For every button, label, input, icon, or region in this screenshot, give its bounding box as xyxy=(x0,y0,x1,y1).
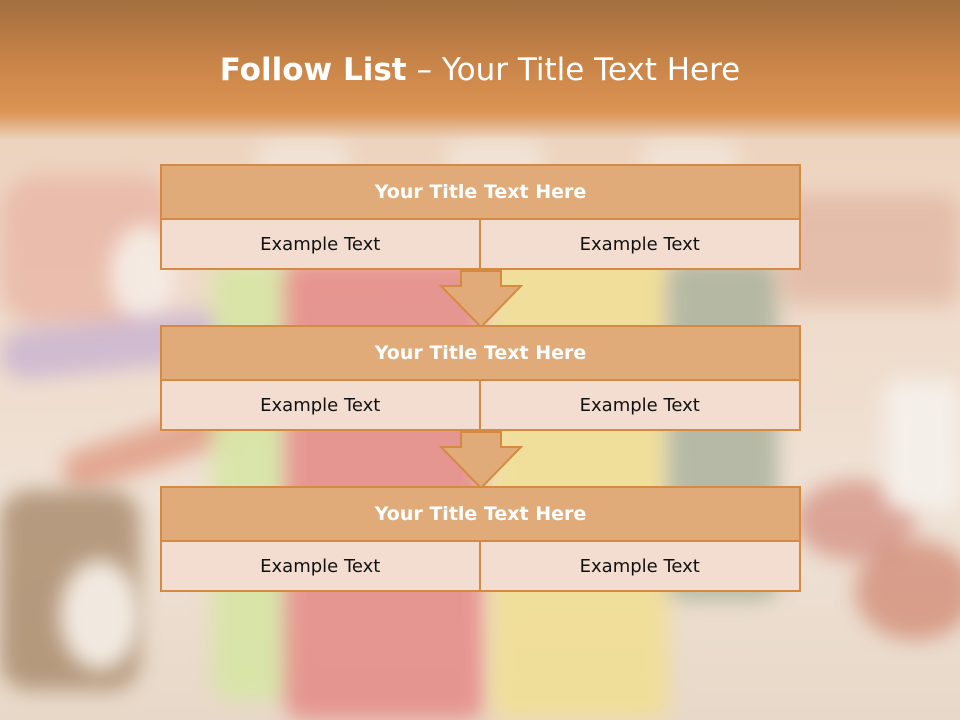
list-block-2: Your Title Text Here Example Text Exampl… xyxy=(160,325,801,431)
block-title: Your Title Text Here xyxy=(160,164,801,220)
block-title: Your Title Text Here xyxy=(160,325,801,381)
slide-title-bold: Follow List xyxy=(219,52,407,88)
block-row: Example Text Example Text xyxy=(160,220,801,270)
block-cell-right: Example Text xyxy=(480,542,801,592)
slide-title: Follow List – Your Title Text Here xyxy=(0,52,960,88)
block-row: Example Text Example Text xyxy=(160,381,801,431)
title-band xyxy=(0,0,960,140)
block-cell-right: Example Text xyxy=(480,220,801,270)
block-cell-left: Example Text xyxy=(160,381,481,431)
down-arrow-icon xyxy=(439,431,523,489)
down-arrow-icon xyxy=(439,270,523,328)
slide-title-rest: – Your Title Text Here xyxy=(416,52,741,88)
block-cell-left: Example Text xyxy=(160,220,481,270)
block-cell-right: Example Text xyxy=(480,381,801,431)
block-cell-left: Example Text xyxy=(160,542,481,592)
block-row: Example Text Example Text xyxy=(160,542,801,592)
block-title: Your Title Text Here xyxy=(160,486,801,542)
list-block-3: Your Title Text Here Example Text Exampl… xyxy=(160,486,801,592)
list-block-1: Your Title Text Here Example Text Exampl… xyxy=(160,164,801,270)
